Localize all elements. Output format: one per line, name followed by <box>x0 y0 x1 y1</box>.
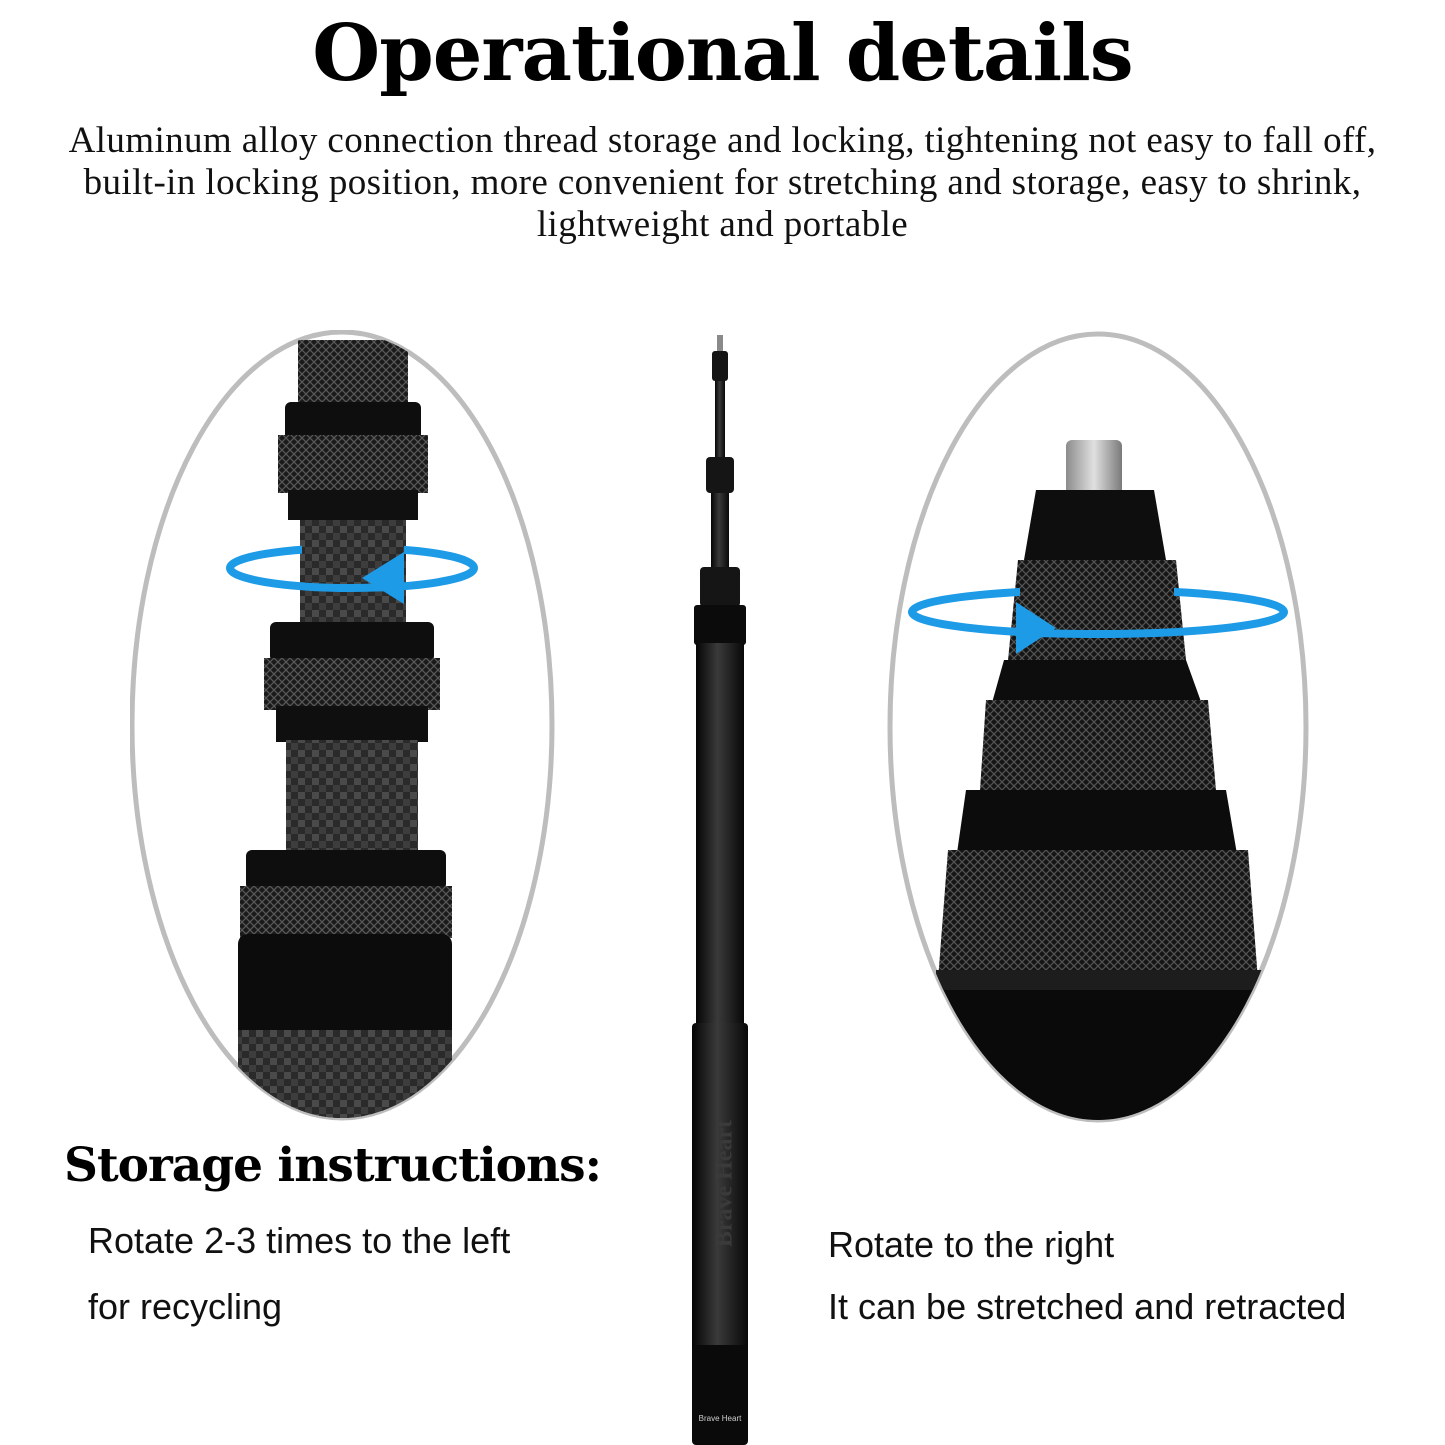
right-detail-illustration <box>887 331 1309 1123</box>
rotate-right-arrow-icon <box>908 584 1288 654</box>
left-caption-line-2: for recycling <box>88 1286 283 1327</box>
pole-brand-text-small: Brave Heart <box>698 1414 742 1423</box>
storage-instructions-heading: Storage instructions: <box>64 1138 602 1193</box>
right-caption-line-2: It can be stretched and retracted <box>828 1286 1347 1327</box>
page-title: Operational details <box>312 8 1133 99</box>
left-caption-line-1: Rotate 2-3 times to the left <box>88 1220 511 1261</box>
pole-brand-text: Brave Heart <box>711 1119 738 1248</box>
rotate-left-arrow-icon <box>226 535 478 604</box>
extension-pole-illustration <box>692 335 748 1445</box>
left-detail-illustration <box>130 330 555 1121</box>
right-caption-line-1: Rotate to the right <box>828 1224 1115 1265</box>
page-description: Aluminum alloy connection thread storage… <box>68 120 1377 245</box>
